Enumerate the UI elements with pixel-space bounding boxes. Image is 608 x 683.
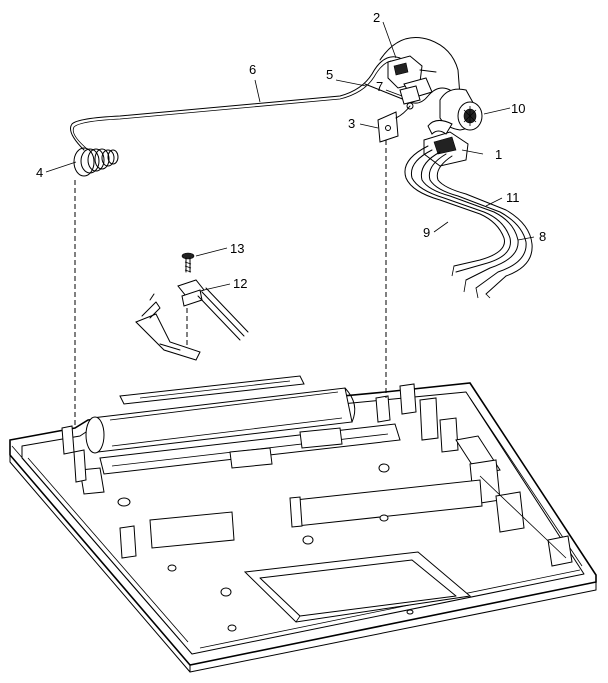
callout-12: 12 <box>233 276 248 291</box>
part-4-spring <box>73 147 119 177</box>
alignment-lines <box>74 140 387 428</box>
callout-9: 9 <box>423 225 431 240</box>
part-12-bracket <box>135 279 249 361</box>
part-6-cable <box>70 56 401 151</box>
part-5-wire <box>364 37 461 104</box>
callout-5: 5 <box>326 67 334 82</box>
part-3-plate <box>377 105 411 143</box>
leader-lines <box>45 21 535 291</box>
callout-1: 1 <box>495 147 503 162</box>
callout-8: 8 <box>539 229 547 244</box>
part-7-connector <box>399 85 421 110</box>
part-10-cylinder <box>439 88 483 131</box>
callout-4: 4 <box>36 165 44 180</box>
callout-11: 11 <box>506 190 520 205</box>
base-tray <box>9 375 597 673</box>
callout-13: 13 <box>230 241 245 256</box>
callout-6: 6 <box>249 62 257 77</box>
part-1-clip <box>423 120 469 167</box>
callout-2: 2 <box>373 10 381 25</box>
callout-7: 7 <box>376 79 384 94</box>
part-13-screw <box>181 252 195 273</box>
part-2-clip <box>387 55 437 99</box>
parts-8-9-11-tubes <box>404 145 533 299</box>
callout-3: 3 <box>348 116 356 131</box>
callout-10: 10 <box>511 101 526 116</box>
